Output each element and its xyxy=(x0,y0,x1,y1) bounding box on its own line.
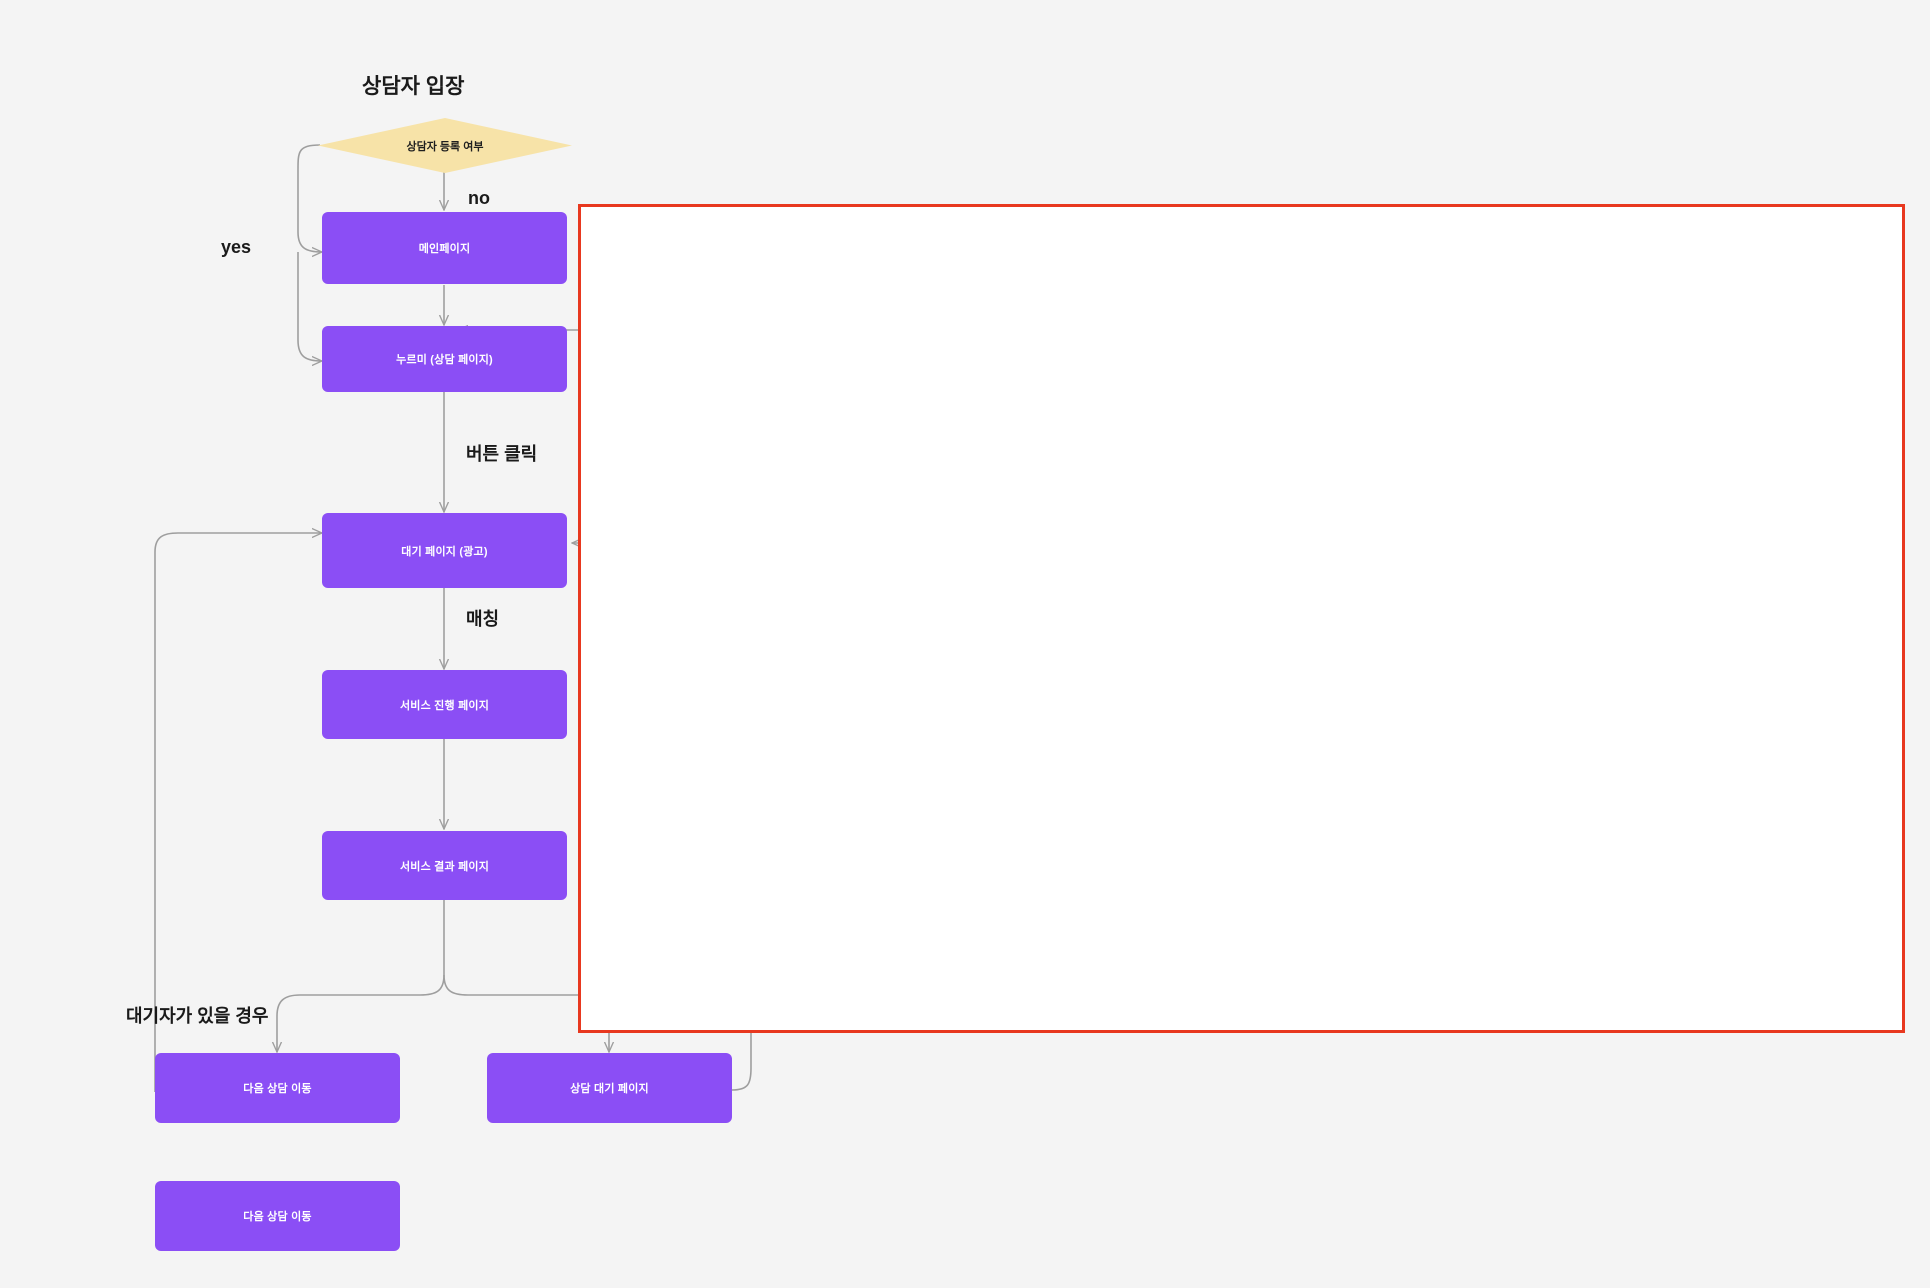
node-waiting-ad-page-label: 대기 페이지 (광고) xyxy=(401,545,488,558)
edge-result-to-next-consult xyxy=(277,900,445,1052)
node-waiting-ad-page[interactable]: 대기 페이지 (광고) xyxy=(322,513,567,588)
node-next-consult-move-2[interactable]: 다음 상담 이동 xyxy=(155,1181,400,1251)
node-service-progress-page[interactable]: 서비스 진행 페이지 xyxy=(322,670,567,739)
node-service-result-page[interactable]: 서비스 결과 페이지 xyxy=(322,831,567,900)
page-title: 상담자 입장 xyxy=(362,75,465,98)
node-next-consult-move-label: 다음 상담 이동 xyxy=(243,1083,312,1095)
node-main-page-label: 메인페이지 xyxy=(418,243,471,255)
node-next-consult-move[interactable]: 다음 상담 이동 xyxy=(155,1053,400,1123)
node-main-page[interactable]: 메인페이지 xyxy=(322,212,567,284)
node-next-consult-move-2-label: 다음 상담 이동 xyxy=(243,1211,312,1223)
diamond-shape-icon xyxy=(318,118,572,173)
edge-label-matching: 매칭 xyxy=(466,609,500,629)
edge-label-if-waiting: 대기자가 있을 경우 xyxy=(126,1006,269,1026)
node-nurumi-page-label: 누르미 (상담 페이지) xyxy=(396,354,493,366)
node-nurumi-page[interactable]: 누르미 (상담 페이지) xyxy=(322,326,567,392)
node-decision-register-label: 상담자 등록 여부 xyxy=(406,140,484,153)
node-consult-waiting-page[interactable]: 상담 대기 페이지 xyxy=(487,1053,732,1123)
blank-white-overlay-panel xyxy=(578,204,1905,1033)
node-decision-register[interactable]: 상담자 등록 여부 xyxy=(318,118,572,173)
edge-label-button-click: 버튼 클릭 xyxy=(466,444,538,464)
node-consult-waiting-page-label: 상담 대기 페이지 xyxy=(570,1083,649,1095)
edge-label-yes: yes xyxy=(221,237,252,257)
edge-yes-to-nurumi xyxy=(297,252,322,361)
node-service-progress-page-label: 서비스 진행 페이지 xyxy=(399,699,490,712)
edge-label-no: no xyxy=(468,188,490,208)
node-service-result-page-label: 서비스 결과 페이지 xyxy=(399,860,490,873)
